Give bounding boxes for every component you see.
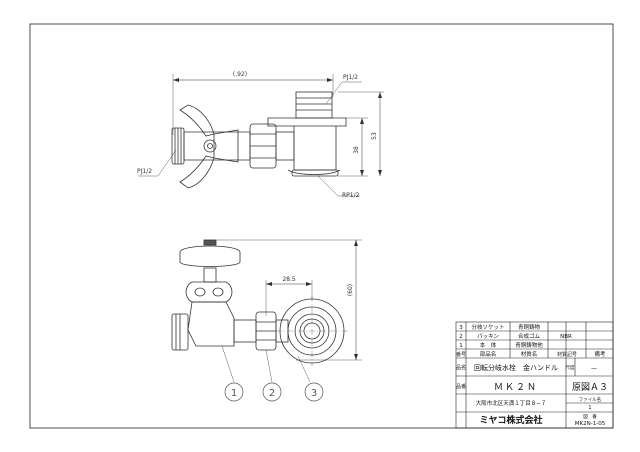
header-note: 備考 <box>594 350 606 358</box>
balloon-2-label: 2 <box>269 388 275 399</box>
part-row-1-material: 青銅鋳物他 <box>515 341 543 349</box>
balloon-3-label: 3 <box>311 388 317 399</box>
label-product-name: 品名 <box>456 364 466 371</box>
title-block: 品名 回転分岐水栓 金ハンドル 尺度 — 品番 ＭＫ２Ｎ 原図Ａ３ 大阪市北区天… <box>456 363 608 427</box>
product-name: 回転分岐水栓 金ハンドル <box>474 363 558 372</box>
label-file: ファイル名 <box>579 396 602 403</box>
company-address: 大阪市北区天満１丁目８−７ <box>476 399 547 407</box>
part-row-3-no: 3 <box>459 325 463 331</box>
part-row-1-no: 1 <box>459 343 463 349</box>
balloon-3: 3 <box>304 382 324 402</box>
dim-front-height: (60) <box>347 284 354 296</box>
part-row-2-note: NBR <box>560 334 572 340</box>
dim-top-height-inner: 38 <box>353 146 360 154</box>
header-code: 材質記号 <box>557 351 577 358</box>
callout-top-thread-left: PJ1/2 <box>137 168 152 175</box>
part-row-2-no: 2 <box>459 334 463 340</box>
part-row-3-name: 分岐ソケット <box>471 323 504 331</box>
callout-top-thread-right: PJ1/2 <box>343 74 358 81</box>
header-material: 材質名 <box>521 350 538 358</box>
part-row-2-material: 合成ゴム <box>518 332 541 340</box>
balloon-1: 1 <box>224 382 244 402</box>
balloon-2: 2 <box>262 382 282 402</box>
dim-front-offset: 28.5 <box>282 276 296 283</box>
front-view: (60) 28.5 <box>171 239 362 383</box>
label-scale: 尺度 <box>566 364 575 371</box>
part-row-3-material: 青銅鋳物 <box>518 323 541 331</box>
drawing-number: MK2N-1-05 <box>575 421 606 427</box>
drawing-frame <box>29 23 614 429</box>
top-view: (.92) <box>138 71 384 197</box>
callout-top-thread-bottom: RP1/2 <box>342 192 360 199</box>
balloon-1-label: 1 <box>231 388 237 399</box>
parts-list-table <box>455 321 614 429</box>
company-name: ミヤコ株式会社 <box>479 414 542 426</box>
header-name: 部品名 <box>480 350 497 358</box>
label-drawing-no: 図 番 <box>583 413 597 420</box>
scale-value: — <box>591 365 597 372</box>
dim-top-width: (.92) <box>233 71 247 78</box>
dim-top-height-outer: 53 <box>371 132 378 140</box>
file-value: 1 <box>588 405 591 411</box>
model-number: ＭＫ２Ｎ <box>494 383 538 393</box>
sheet-size: 原図Ａ３ <box>572 382 608 393</box>
part-row-2-name: パッキン <box>477 333 499 340</box>
label-model: 品番 <box>456 383 466 390</box>
parts-rows: 3 分岐ソケット 青銅鋳物 2 パッキン 合成ゴム NBR 1 本 体 青銅鋳物… <box>456 323 606 358</box>
part-row-1-name: 本 体 <box>480 341 497 349</box>
header-no: 番号 <box>456 351 466 358</box>
